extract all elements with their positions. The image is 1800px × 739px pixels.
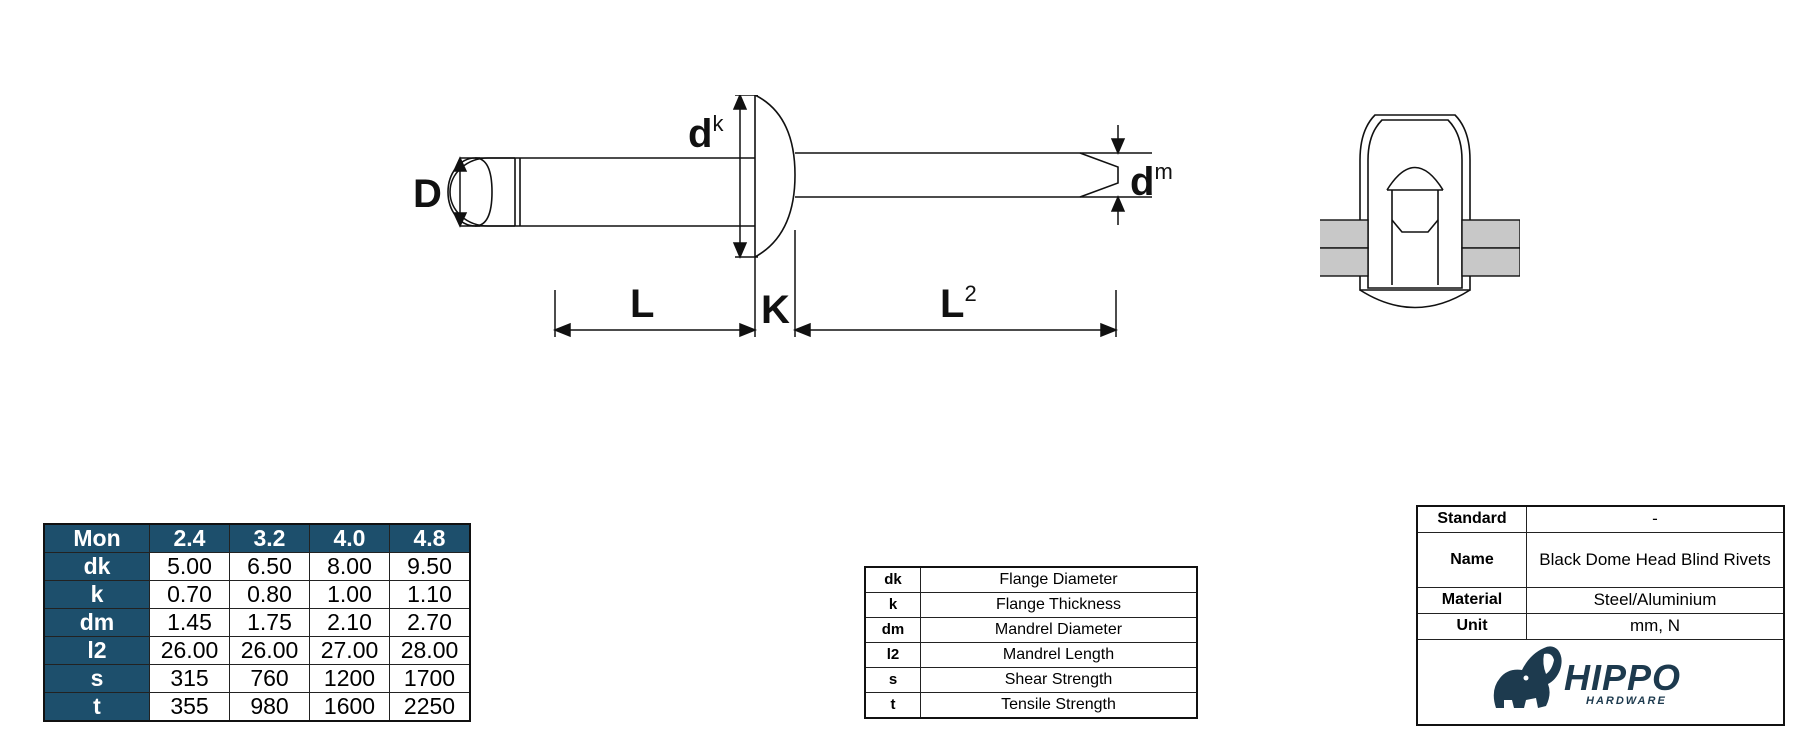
- dimensions-cell: 980: [229, 692, 310, 722]
- dimensions-cell: 355: [149, 692, 230, 722]
- legend-symbol: t: [864, 692, 921, 719]
- legend-description: Mandrel Diameter: [920, 617, 1198, 643]
- product-spec-table: Standard - Name Black Dome Head Blind Ri…: [1416, 505, 1785, 726]
- spec-row-unit: Unit mm, N: [1416, 612, 1785, 640]
- dimensions-cell: 27.00: [309, 636, 390, 665]
- legend-symbol: dm: [864, 617, 921, 643]
- dimensions-cell: 315: [149, 664, 230, 693]
- dimensions-row-key: t: [43, 692, 150, 722]
- dimensions-cell: 26.00: [149, 636, 230, 665]
- dimensions-cell: 1.45: [149, 608, 230, 637]
- dimensions-cell: 1600: [309, 692, 390, 722]
- legend-description: Mandrel Length: [920, 642, 1198, 668]
- dimensions-cell: 9.50: [389, 552, 471, 581]
- spec-row-logo: HIPPO HARDWARE: [1416, 638, 1785, 725]
- label-dk-sup: k: [712, 111, 724, 136]
- dimensions-row-key: k: [43, 580, 150, 609]
- spec-row-name: Name Black Dome Head Blind Rivets: [1416, 531, 1785, 588]
- spec-row-standard: Standard -: [1416, 505, 1785, 533]
- dimensions-cell: 2.10: [309, 608, 390, 637]
- rivet-side-view-drawing: D dk dm L K L2: [413, 95, 1173, 338]
- legend-symbol: dk: [864, 566, 921, 593]
- dimensions-cell: 1.10: [389, 580, 471, 609]
- legend-symbol: k: [864, 592, 921, 618]
- dimensions-header-size: 4.0: [309, 523, 390, 553]
- label-dm: d: [1130, 160, 1154, 204]
- spec-row-material: Material Steel/Aluminium: [1416, 586, 1785, 614]
- rivet-section-view-drawing: [1320, 114, 1520, 309]
- legend-description: Tensile Strength: [920, 692, 1198, 719]
- dimensions-row-key: l2: [43, 636, 150, 665]
- dimensions-header-corner: Mon: [43, 523, 150, 553]
- dimensions-header-size: 4.8: [389, 523, 471, 553]
- legend-description: Flange Diameter: [920, 566, 1198, 593]
- dimensions-header-size: 2.4: [149, 523, 230, 553]
- dimensions-cell: 0.80: [229, 580, 310, 609]
- dimensions-row-key: dm: [43, 608, 150, 637]
- dimensions-cell: 28.00: [389, 636, 471, 665]
- unit-label: Unit: [1416, 612, 1527, 640]
- unit-value: mm, N: [1526, 612, 1785, 640]
- label-L2: L: [940, 282, 964, 326]
- standard-label: Standard: [1416, 505, 1527, 533]
- dimensions-row-key: s: [43, 664, 150, 693]
- legend-symbol: l2: [864, 642, 921, 668]
- label-dk: d: [688, 112, 712, 156]
- standard-value: -: [1526, 505, 1785, 533]
- dimensions-cell: 5.00: [149, 552, 230, 581]
- legend-description: Shear Strength: [920, 667, 1198, 693]
- dimensions-cell: 2.70: [389, 608, 471, 637]
- dimensions-row-key: dk: [43, 552, 150, 581]
- hippo-hardware-logo: HIPPO HARDWARE: [1493, 645, 1681, 708]
- svg-text:L2: L2: [940, 281, 977, 326]
- svg-text:dk: dk: [688, 111, 724, 156]
- material-label: Material: [1416, 586, 1527, 614]
- dimensions-cell: 26.00: [229, 636, 310, 665]
- legend-description: Flange Thickness: [920, 592, 1198, 618]
- dimensions-cell: 8.00: [309, 552, 390, 581]
- hippo-icon: [1493, 645, 1562, 708]
- dimensions-cell: 2250: [389, 692, 471, 722]
- material-value: Steel/Aluminium: [1526, 586, 1785, 614]
- label-L: L: [630, 282, 654, 326]
- dimensions-cell: 0.70: [149, 580, 230, 609]
- dimensions-cell: 1200: [309, 664, 390, 693]
- dimensions-cell: 1700: [389, 664, 471, 693]
- dimensions-cell: 1.75: [229, 608, 310, 637]
- label-D: D: [413, 172, 442, 216]
- label-dm-sup: m: [1154, 159, 1172, 184]
- svg-text:dm: dm: [1130, 159, 1173, 204]
- name-label: Name: [1416, 531, 1527, 588]
- dimensions-header-size: 3.2: [229, 523, 310, 553]
- name-value: Black Dome Head Blind Rivets: [1526, 531, 1785, 588]
- dimensions-cell: 1.00: [309, 580, 390, 609]
- label-L2-sup: 2: [964, 281, 976, 306]
- label-K: K: [761, 288, 790, 332]
- dimensions-cell: 760: [229, 664, 310, 693]
- legend-symbol: s: [864, 667, 921, 693]
- dimensions-cell: 6.50: [229, 552, 310, 581]
- logo-brand-text: HIPPO: [1564, 657, 1681, 698]
- logo-tagline-text: HARDWARE: [1586, 695, 1667, 707]
- logo-cell: HIPPO HARDWARE: [1416, 638, 1785, 725]
